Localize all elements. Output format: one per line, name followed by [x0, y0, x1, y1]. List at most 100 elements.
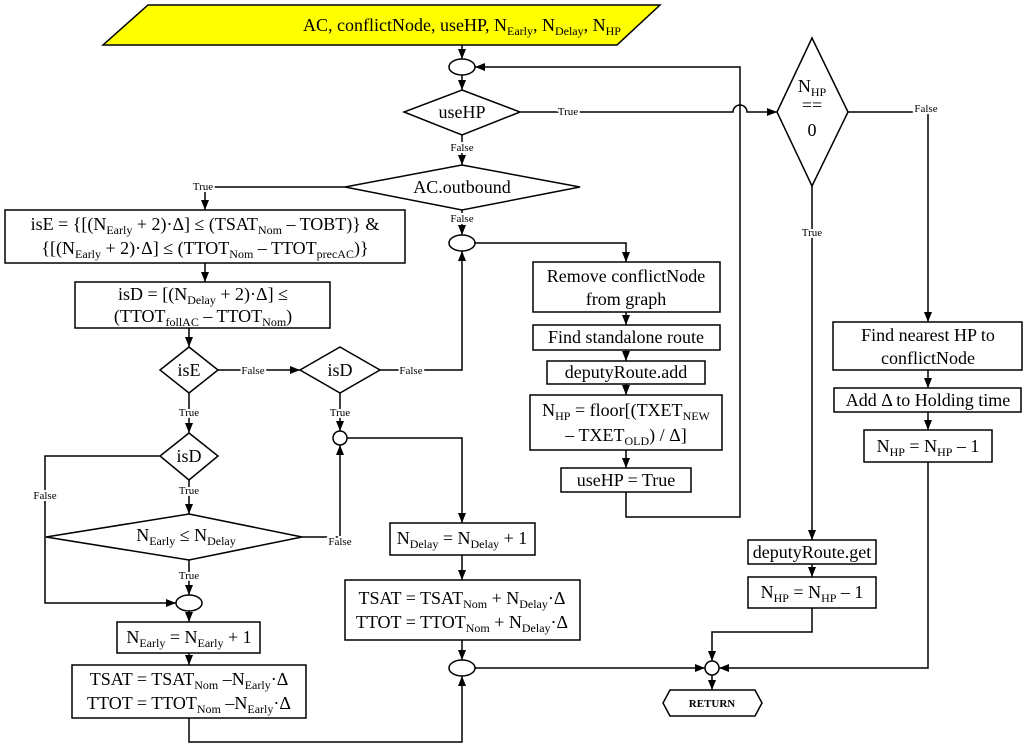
early-times-box: [71, 664, 307, 719]
text-run: 0: [808, 120, 817, 140]
text-run: isE: [177, 360, 200, 380]
delay-times-box: [344, 579, 581, 641]
subscript-run: HP: [890, 445, 906, 459]
nearest-hp-box-label-line-1: Find nearest HP to: [861, 325, 995, 345]
subscript-run: Nom: [463, 597, 488, 611]
inputs-label-line-1: AC, conflictNode, useHP, NEarly, NDelay,…: [303, 15, 621, 38]
subscript-run: precAC: [317, 247, 354, 261]
text-run: ==: [802, 95, 822, 115]
n-hp-decision-label-line-3: 0: [808, 120, 817, 140]
compare-true-edge-label: True: [179, 570, 199, 582]
n-hp-false-edge-label: False: [914, 103, 937, 115]
text-run: = N: [165, 627, 197, 647]
text-run: , N: [533, 15, 555, 35]
text-run: ·Δ: [273, 693, 291, 713]
subscript-run: Delay: [555, 24, 584, 38]
early-times-box-label-line-1: TSAT = TSATNom –NEarly·Δ: [90, 669, 289, 692]
n-early-increment-label-line-1: NEarly = NEarly + 1: [126, 627, 251, 650]
is-d-box-label-line-2: (TTOTfollAC – TTOTNom): [114, 306, 292, 329]
text-run: , N: [584, 15, 606, 35]
subscript-run: Early: [149, 534, 175, 548]
edge-is-d-right-false: [380, 251, 466, 371]
early-times-box-label-line-2: TTOT = TTOTNom –NEarly·Δ: [87, 693, 291, 716]
text-run: ≤ N: [175, 525, 207, 545]
n-early-increment-box: [116, 621, 261, 654]
n-hp-true-edge-label: True: [802, 227, 822, 239]
is-e-condition-box: [4, 209, 406, 264]
text-run: isD: [327, 360, 352, 380]
n-hp-decision-diamond: [776, 36, 849, 188]
bottom-merge-connector: [448, 659, 476, 677]
text-run: + 2)·Δ] ≤: [216, 284, 288, 305]
delay-merge-connector: [332, 430, 348, 446]
text-run: RETURN: [689, 698, 736, 710]
is-d-condition-box: [74, 281, 331, 329]
subscript-run: NEW: [683, 409, 711, 423]
is-d-left-true-edge-label: True: [179, 485, 199, 497]
text-run: = floor[(TXET: [570, 400, 682, 421]
n-hp-decrement-box-left: [747, 576, 877, 609]
return-terminal-label-line-1: RETURN: [689, 698, 736, 710]
is-d-decision-right-label-line-1: isD: [327, 360, 352, 380]
top-merge-connector: [448, 58, 476, 76]
text-run: – TTOT: [253, 238, 316, 258]
n-hp-floor-box-label-line-1: NHP = floor[(TXETNEW: [542, 400, 710, 423]
text-run: = N: [438, 528, 470, 548]
is-d-left-false-edge-label: False: [33, 490, 56, 502]
flow-edges: [44, 45, 932, 743]
subscript-run: Early: [75, 247, 101, 261]
edge-outbound-merge-to-remove: [475, 242, 630, 262]
n-hp-decision-label-line-2: ==: [802, 95, 822, 115]
edge-decrement-left-to-return: [708, 608, 813, 661]
edge-delay-merge-to-n-delay: [347, 437, 466, 523]
text-run: + N: [490, 612, 522, 632]
text-run: ·Δ: [548, 588, 566, 608]
n-delay-increment-label-line-1: NDelay = NDelay + 1: [397, 528, 528, 551]
remove-node-box-label-line-1: Remove conflictNode: [547, 266, 705, 286]
text-run: TTOT = TTOT: [87, 693, 197, 713]
text-run: – TTOT: [199, 306, 262, 326]
subscript-run: Delay: [410, 537, 439, 551]
use-hp-false-edge-label: False: [450, 142, 473, 154]
text-run: isD = [(N: [118, 284, 187, 305]
text-run: isE = {[(N: [31, 214, 107, 235]
text-run: Find nearest HP to: [861, 325, 995, 345]
flow-shapes: [4, 4, 1023, 719]
n-hp-decrement-left-label-line-1: NHP = NHP – 1: [761, 582, 864, 605]
add-delta-box: [833, 387, 1022, 413]
n-hp-decision-label-line-1: NHP: [798, 76, 827, 99]
inputs-parallelogram: [101, 4, 662, 46]
text-run: N: [542, 400, 555, 420]
text-run: + 2)·Δ] ≤ (TSAT: [132, 214, 258, 235]
text-run: ·Δ: [551, 612, 569, 632]
compare-false-edge-label: False: [328, 536, 351, 548]
deputy-get-box: [747, 539, 877, 565]
subscript-run: Nom: [262, 315, 287, 329]
subscript-run: Early: [198, 636, 224, 650]
node-labels: AC, conflictNode, useHP, NEarly, NDelay,…: [31, 15, 1011, 716]
is-e-false-edge-label: False: [241, 365, 264, 377]
subscript-run: OLD: [624, 434, 649, 448]
is-e-decision-label-line-1: isE: [177, 360, 200, 380]
subscript-run: Early: [507, 24, 533, 38]
remove-node-box-label-line-2: from graph: [586, 289, 666, 309]
nearest-hp-box: [832, 321, 1023, 371]
text-run: N: [397, 528, 410, 548]
subscript-run: Nom: [197, 702, 222, 716]
text-run: ) / Δ]: [649, 425, 687, 446]
edge-ac-outbound-true: [201, 186, 345, 210]
use-hp-true-edge-label: True: [558, 106, 578, 118]
subscript-run: HP: [821, 591, 837, 605]
use-hp-decision-label-line-1: useHP: [438, 102, 485, 122]
edge-loop-back-to-top-merge: [475, 63, 741, 518]
subscript-run: Delay: [187, 293, 216, 307]
text-run: + 1: [224, 627, 252, 647]
n-hp-decrement-box-right: [863, 429, 993, 463]
text-run: (TTOT: [114, 306, 166, 327]
n-hp-floor-box-label-line-2: – TXETOLD) / Δ]: [564, 425, 686, 448]
subscript-run: HP: [606, 24, 622, 38]
subscript-run: HP: [555, 409, 571, 423]
text-run: AC.outbound: [413, 177, 511, 197]
is-e-decision-diamond: [158, 346, 220, 394]
